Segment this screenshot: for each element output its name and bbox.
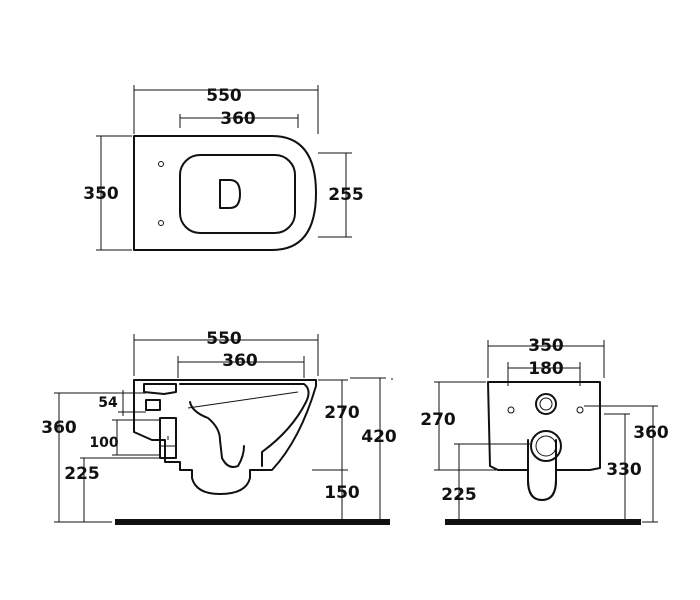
top-view-drain-opening [219,179,241,209]
top-view-seat-opening [179,154,296,234]
front-view-outlet-inner [535,435,557,457]
side-outlet-diameter-label: 100 [89,435,118,451]
top-inner-depth-dimension: 255 [318,152,364,238]
top-view-fixing-hole [158,220,164,226]
side-total-height-dimension: 360 [41,392,130,523]
side-overall-height-dimension: 420 [350,377,397,522]
front-inlet-height-dimension: 360 [584,405,669,523]
side-outlet-height-dimension: 225 [64,457,160,522]
front-fixing-height-label: 330 [606,460,642,480]
side-view-bowl [179,383,310,467]
top-view-fixing-hole [158,161,164,167]
side-inlet-offset-dimension: 54 [98,390,146,416]
side-bowl-height-dimension: 270 [312,379,360,471]
side-floor-clearance-dimension: 150 [324,470,360,522]
front-view-outline [487,381,601,501]
front-outlet-height-label: 225 [441,485,477,505]
side-view-trap [189,401,245,468]
front-fixing-spacing-label: 180 [528,359,564,379]
side-inner-width-dimension: 360 [177,351,305,378]
front-view: 350 180 270 225 360 [420,336,669,525]
top-depth-label: 350 [83,184,119,204]
side-outlet-diameter-dimension: 100 [89,419,160,456]
top-width-dimension: 550 [133,85,319,134]
front-view-floor [445,519,641,525]
side-outlet-height-label: 225 [64,464,100,484]
front-outlet-height-dimension: 225 [441,443,530,522]
top-inner-width-label: 360 [220,109,256,129]
front-width-label: 350 [528,336,564,356]
top-inner-width-dimension: 360 [179,109,299,129]
front-view-fixing-hole [576,406,584,414]
side-width-dimension: 550 [133,329,319,376]
front-view-fixing-hole [507,406,515,414]
front-fixing-spacing-dimension: 180 [507,359,581,386]
side-view: 550 360 360 225 54 [41,329,397,525]
top-inner-depth-label: 255 [328,185,364,205]
side-overall-height-label: 420 [361,427,397,447]
front-view-outlet [530,430,562,462]
side-view-floor [115,519,390,525]
top-width-label: 550 [206,86,242,106]
front-view-inlet-inner [539,397,553,411]
front-width-dimension: 350 [487,336,605,378]
top-view: 550 360 350 255 [83,85,364,251]
front-view-inlet [535,393,557,415]
front-inlet-height-label: 360 [633,423,669,443]
front-bowl-height-label: 270 [420,410,456,430]
front-view-outlet-lobe [527,439,557,501]
side-view-outline [133,379,317,495]
top-view-outline [133,135,317,251]
side-width-label: 550 [206,329,242,349]
side-inner-width-label: 360 [222,351,258,371]
side-bowl-height-label: 270 [324,403,360,423]
side-inlet-offset-label: 54 [98,395,118,411]
side-view-outlet [159,417,177,459]
side-floor-clearance-label: 150 [324,483,360,503]
front-fixing-height-dimension: 330 [604,413,642,522]
side-total-height-label: 360 [41,418,77,438]
side-view-rim [143,383,177,395]
side-view-inlet [145,399,161,411]
front-bowl-height-dimension: 270 [420,381,496,471]
side-view-glaze-line [187,391,299,409]
top-depth-dimension: 350 [83,135,132,251]
